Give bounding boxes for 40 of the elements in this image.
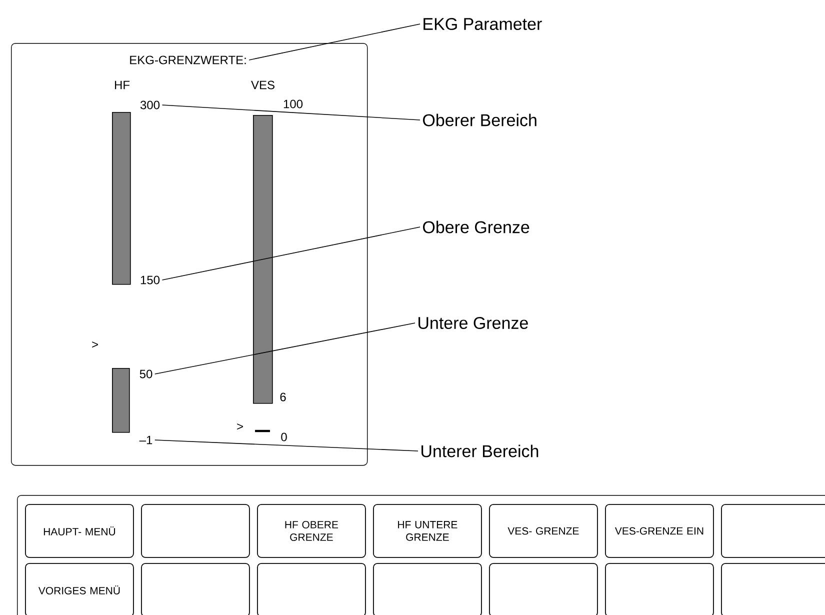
selection-marker: >: [92, 342, 98, 348]
softkey-button: VES- GRENZE: [489, 504, 598, 558]
scale-value: –1: [139, 436, 152, 444]
selection-marker: >: [237, 424, 243, 430]
leader-line: [162, 104, 420, 120]
softkey-button: [141, 504, 250, 558]
softkey-button: [605, 563, 714, 615]
softkey-button: [257, 563, 366, 615]
leader-line: [162, 226, 420, 280]
leader-line: [154, 322, 416, 374]
leader-line: [248, 24, 420, 60]
leader-line: [154, 440, 418, 452]
scale-value: 300: [140, 100, 160, 110]
level-bar: [112, 368, 130, 433]
softkey-button: [373, 563, 482, 615]
callout-text: EKG Parameter: [424, 18, 542, 30]
column-heading: VES: [251, 80, 274, 90]
softkey-button: VORIGES MENÜ: [25, 563, 134, 615]
screen-panel: [11, 43, 368, 466]
callout-text: Untere Grenze: [418, 316, 528, 330]
scale-value: 0: [281, 432, 287, 442]
column-heading: HF: [115, 80, 130, 90]
softkey-button: HF UNTERE GRENZE: [373, 504, 482, 558]
level-bar: [253, 115, 273, 404]
softkey-button: [489, 563, 598, 615]
softkey-button: [141, 563, 250, 615]
softkey-button: VES-GRENZE EIN: [605, 504, 714, 558]
callout-text: Oberer Bereich: [423, 114, 536, 126]
scale-value: 50: [140, 370, 152, 378]
softkey-button: [721, 504, 825, 558]
panel-heading: EKG-GRENZWERTE:: [130, 56, 246, 64]
softkey-button: HF OBERE GRENZE: [257, 504, 366, 558]
level-bar: [112, 112, 131, 285]
softkey-button: [721, 563, 825, 615]
callout-text: Unterer Bereich: [422, 444, 538, 458]
scale-value: 150: [140, 276, 160, 284]
scale-value: 100: [284, 100, 303, 108]
callout-text: Obere Grenze: [423, 220, 530, 234]
softkey-button: HAUPT- MENÜ: [25, 504, 134, 558]
button-panel: [17, 495, 825, 615]
